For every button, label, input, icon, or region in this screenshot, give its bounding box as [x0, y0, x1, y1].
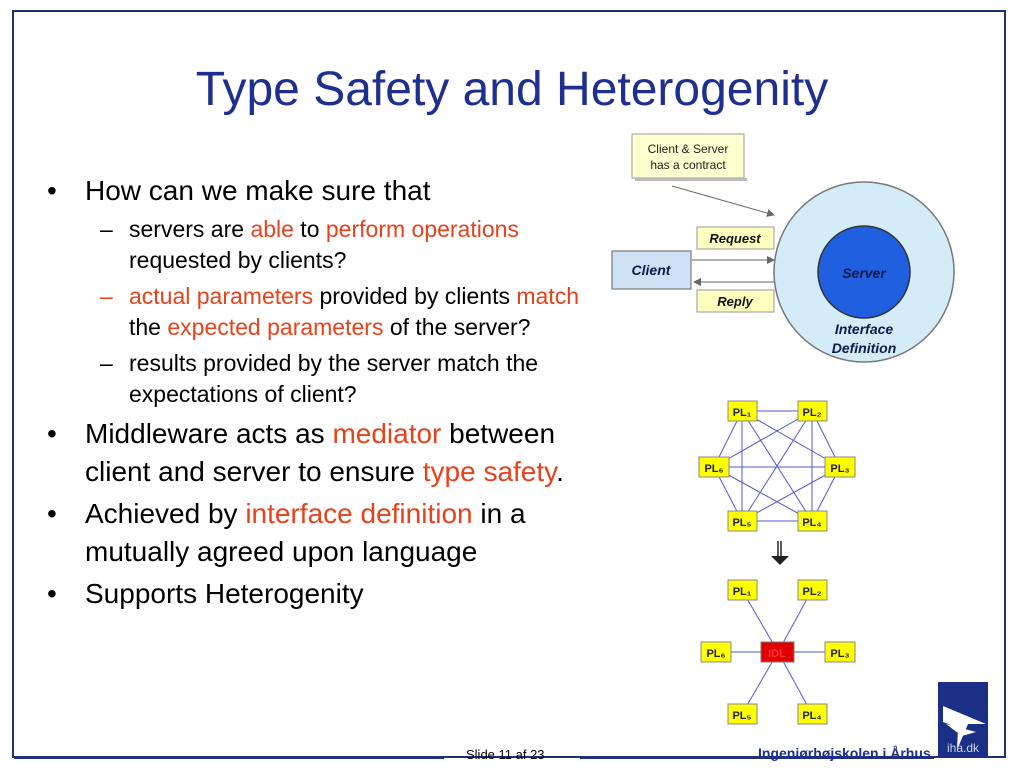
slide-title: Type Safety and Heterogenity	[195, 63, 829, 116]
mesh-node-pl2: PL₂	[797, 400, 828, 422]
svg-text:PL₁: PL₁	[733, 407, 752, 419]
bullet-text: How can we make sure that	[85, 175, 431, 206]
highlight-type-safety: type safety	[422, 456, 557, 487]
text-segment: Achieved by	[85, 498, 246, 529]
mesh-node-pl4: PL₄	[797, 510, 828, 532]
server-label: Server	[842, 265, 887, 281]
text-segment: in a mutually agreed upon language	[85, 498, 526, 567]
star-node-pl4: PL₄	[797, 703, 828, 725]
contract-text-line1: Client & Server	[648, 142, 729, 156]
bullet-text: Supports Heterogenity	[85, 578, 364, 609]
bullet-achieved: Achieved by interface definition in a mu…	[45, 495, 605, 571]
bullet-list: How can we make sure that servers are ab…	[45, 172, 605, 617]
idl-node: IDL	[760, 641, 795, 663]
svg-text:PL₆: PL₆	[706, 648, 725, 660]
highlight-match: match	[516, 283, 580, 309]
text-segment: to	[293, 216, 326, 242]
contract-text-line2: has a contract	[650, 158, 726, 172]
star-node-pl3: PL₃	[824, 641, 856, 663]
svg-text:PL₅: PL₅	[732, 710, 751, 722]
svg-text:PL₆: PL₆	[704, 463, 723, 475]
text-segment: servers are	[129, 216, 251, 242]
text-segment: Middleware acts as	[85, 418, 333, 449]
slide-number: Slide 11 af 23	[466, 747, 545, 762]
client-label: Client	[632, 262, 672, 278]
contract-arrow	[671, 185, 775, 217]
text-segment: provided by clients	[313, 283, 517, 309]
footer-rule-left	[14, 758, 444, 759]
svg-text:PL₃: PL₃	[830, 648, 849, 660]
highlight-able: able	[250, 216, 294, 242]
svg-text:PL₂: PL₂	[803, 407, 822, 419]
logo-text: iha.dk	[947, 741, 980, 755]
subbullet-servers: servers are able to perform operations r…	[45, 214, 605, 276]
mesh-node-pl5: PL₅	[727, 510, 758, 532]
svg-text:PL₁: PL₁	[733, 586, 752, 598]
svg-text:PL₅: PL₅	[732, 517, 751, 529]
mesh-edges	[713, 410, 841, 522]
footer-rule-right	[580, 758, 934, 759]
subbullet-parameters: actual parameters provided by clients ma…	[45, 281, 605, 343]
text-segment: of the server?	[383, 314, 531, 340]
text-segment: the	[129, 314, 168, 340]
text-segment: between client and server to ensure	[85, 418, 556, 487]
svg-text:PL₂: PL₂	[803, 586, 822, 598]
reply-label: Reply	[717, 294, 753, 309]
request-box	[696, 226, 775, 250]
down-arrow-icon	[771, 541, 789, 565]
highlight-mediator: mediator	[332, 418, 442, 449]
mesh-node-pl1: PL₁	[727, 400, 758, 422]
svg-text:PL₃: PL₃	[830, 463, 849, 475]
request-label: Request	[709, 231, 761, 246]
svg-text:PL₄: PL₄	[802, 710, 821, 722]
svg-text:IDL: IDL	[768, 648, 786, 660]
highlight-actual-parameters: actual parameters	[129, 283, 314, 309]
reply-box	[696, 289, 775, 313]
bullet-heterogenity: Supports Heterogenity	[45, 575, 605, 613]
interface-label-line2: Definition	[832, 340, 897, 356]
mesh-node-pl3: PL₃	[824, 456, 856, 478]
highlight-interface-definition: interface definition	[245, 498, 473, 529]
subbullet-results: results provided by the server match the…	[45, 348, 605, 410]
server-circle	[817, 225, 911, 319]
text-segment: requested by clients?	[129, 247, 347, 273]
star-node-pl2: PL₂	[797, 579, 828, 601]
star-node-pl6: PL₆	[700, 641, 732, 663]
slide-frame	[12, 10, 1006, 758]
star-node-pl1: PL₁	[727, 579, 758, 601]
institution-name: Ingeniørhøjskolen i Århus	[758, 745, 931, 761]
highlight-perform-operations: perform operations	[325, 216, 519, 242]
bullet-how: How can we make sure that	[45, 172, 605, 210]
iha-logo: iha.dk	[938, 682, 988, 758]
highlight-expected-parameters: expected parameters	[167, 314, 384, 340]
text-segment: .	[556, 456, 564, 487]
client-box	[611, 250, 692, 290]
bullet-text: results provided by the server match the…	[129, 350, 539, 407]
bullet-middleware: Middleware acts as mediator between clie…	[45, 415, 605, 491]
interface-label-line1: Interface	[835, 321, 894, 337]
svg-text:PL₄: PL₄	[802, 517, 821, 529]
star-node-pl5: PL₅	[727, 703, 758, 725]
mesh-node-pl6: PL₆	[698, 456, 730, 478]
